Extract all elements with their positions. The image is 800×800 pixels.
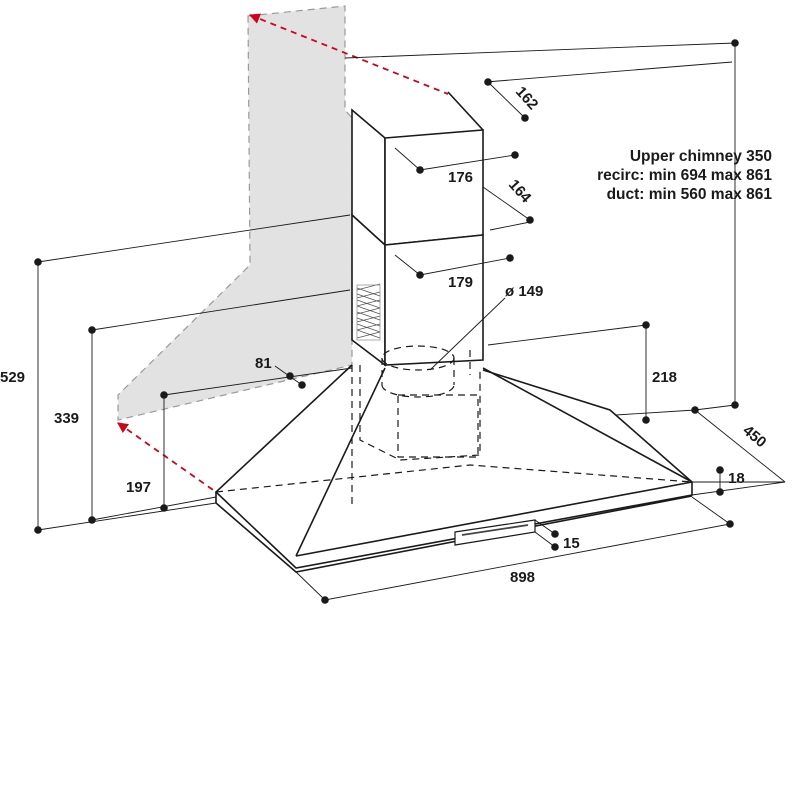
hidden-lines — [215, 345, 693, 505]
dimension-dots — [34, 39, 739, 604]
label-hood-height: 339 — [54, 410, 79, 427]
wall-width-arrow-bottom — [117, 422, 217, 493]
wall-silhouette — [117, 5, 353, 421]
note-recirc: recirc: min 694 max 861 — [597, 167, 772, 184]
hood-canopy — [214, 364, 693, 573]
label-edge-height: 18 — [728, 470, 745, 487]
label-mount-height: 197 — [126, 479, 151, 496]
dimension-lines — [37, 42, 786, 601]
label-upper-width: 176 — [448, 169, 473, 186]
vent-grille — [356, 283, 381, 341]
label-rear-height: 218 — [652, 369, 677, 386]
label-upper-depth: 162 — [512, 83, 541, 113]
label-hood-depth: 450 — [739, 422, 769, 451]
label-lower-width: 179 — [448, 274, 473, 291]
label-duct-diameter: ø 149 — [505, 283, 543, 300]
label-hood-width: 898 — [510, 569, 535, 586]
note-duct: duct: min 560 max 861 — [607, 186, 773, 203]
note-upper-chimney: Upper chimney 350 — [630, 148, 772, 165]
wall-width-arrow-top — [248, 13, 449, 95]
wall-width-arrow-top-2 — [345, 6, 448, 94]
label-lower-depth: 164 — [505, 176, 535, 206]
label-wall-offset: 81 — [255, 355, 272, 372]
label-panel-height: 15 — [563, 535, 580, 552]
label-total-height: 529 — [0, 369, 25, 386]
notes-block: Upper chimney 350 recirc: min 694 max 86… — [597, 148, 772, 203]
